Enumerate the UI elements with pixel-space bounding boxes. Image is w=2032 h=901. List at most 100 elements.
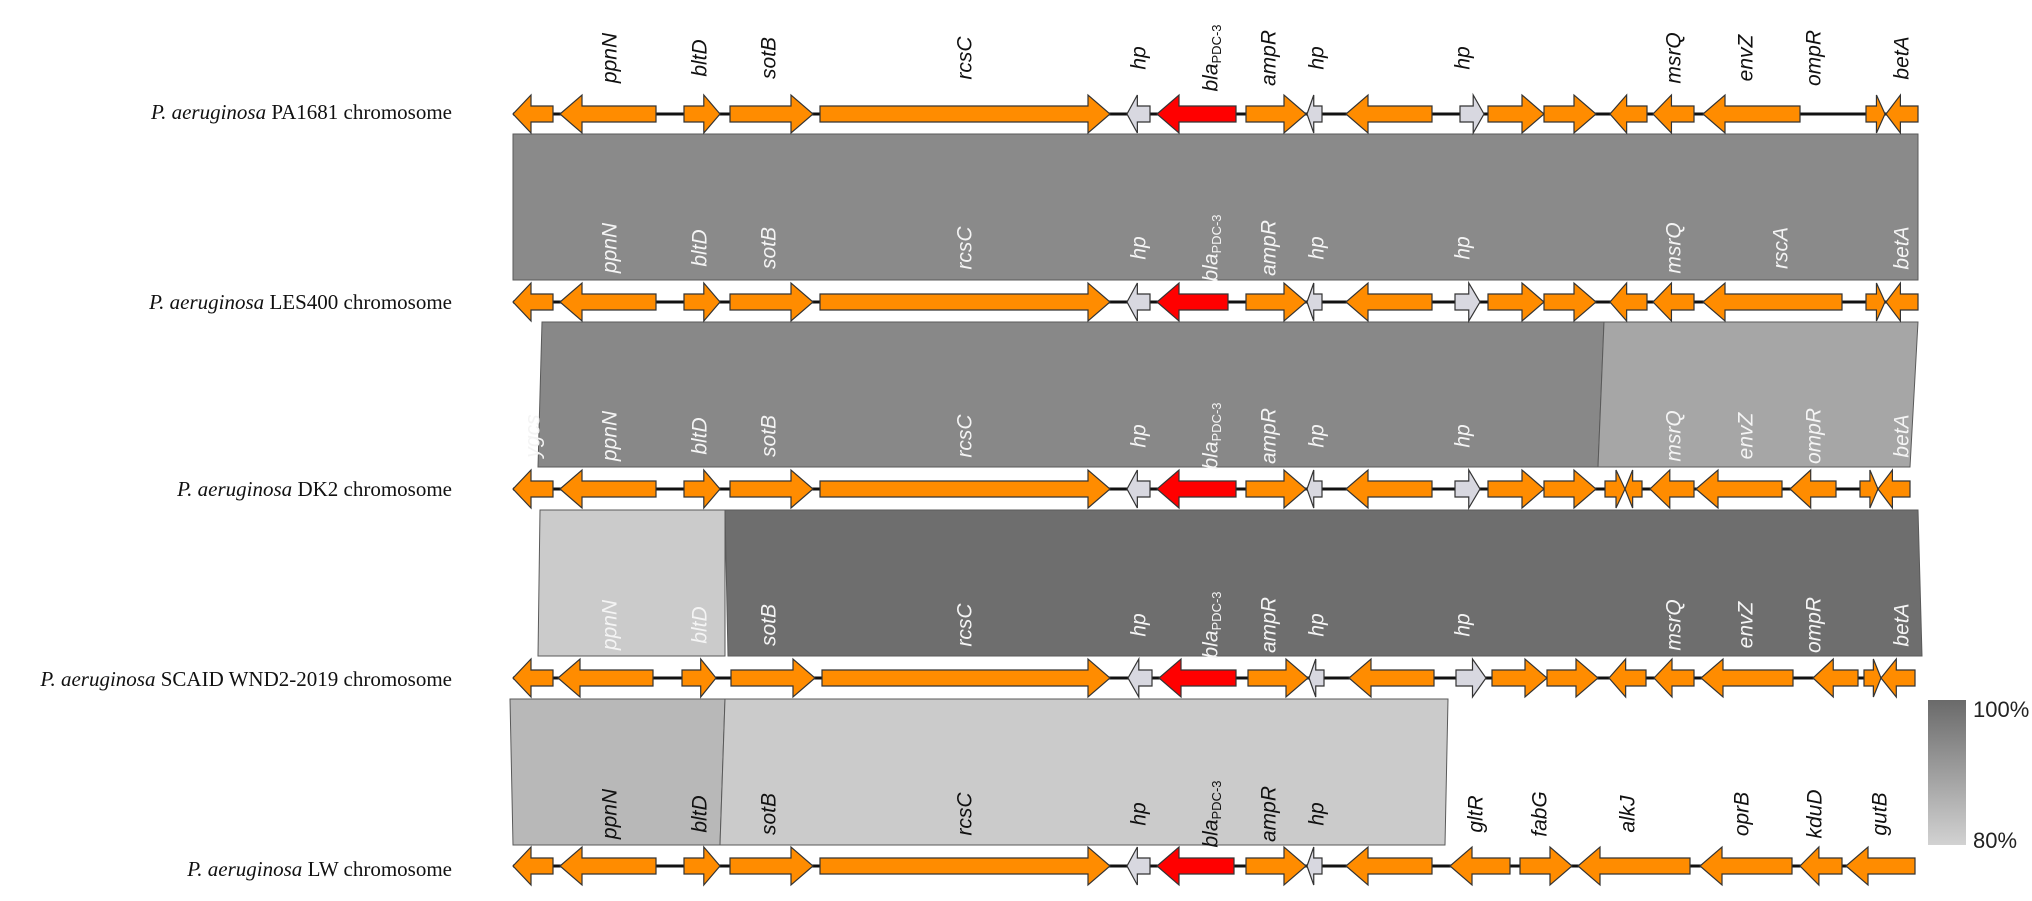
gene-arrow [729, 93, 814, 135]
gene-arrow [1247, 657, 1309, 699]
identity-band [512, 133, 1919, 281]
gene-label-msrQ: msrQ [1663, 222, 1686, 273]
hypothetical-gene-arrow [1126, 282, 1151, 322]
gene-arrow [730, 657, 816, 699]
gene-label-sotB: sotB [758, 604, 781, 646]
chromosome-label-scaid: P. aeruginosa SCAID WND2-2019 chromosome [40, 667, 452, 691]
gene-arrow [819, 845, 1111, 887]
gene-label-hp: hp [1128, 613, 1151, 636]
gene-arrow [1885, 93, 1919, 135]
chromosome-label-pa1681: P. aeruginosa PA1681 chromosome [150, 100, 452, 124]
gene-arrow [559, 845, 657, 887]
gene-label-envZ: envZ [1735, 33, 1758, 81]
hypothetical-gene-arrow [1459, 92, 1485, 136]
gene-arrow [729, 845, 814, 887]
hypothetical-gene-arrow [1306, 469, 1323, 509]
gene-label-betA: betA [1891, 36, 1914, 79]
gene-arrow [1845, 845, 1916, 887]
identity-band [724, 509, 1923, 657]
gene-label-ampR: ampR [1258, 408, 1281, 464]
gene-arrow [1487, 281, 1545, 323]
gene-label-msrQ: msrQ [1663, 410, 1686, 461]
gene-arrow [512, 657, 554, 699]
gene-arrow [729, 468, 814, 510]
gene-arrow [1487, 468, 1545, 510]
gene-arrow [1609, 93, 1648, 135]
hypothetical-gene-arrow [1454, 280, 1481, 324]
gene-arrow [1449, 845, 1511, 887]
gene-arrow [1245, 468, 1307, 510]
gene-label-betA: betA [1891, 603, 1914, 646]
gene-label-rscA: rscA [1770, 227, 1793, 269]
gene-label-rcsC: rcsC [954, 226, 977, 270]
hypothetical-gene-arrow [1454, 467, 1481, 511]
gene-arrow [1700, 657, 1794, 699]
gene-label-hp: hp [1128, 424, 1151, 447]
chromosome-label-dk2: P. aeruginosa DK2 chromosome [177, 477, 452, 501]
gene-label-ygcs: ygcs [522, 414, 545, 460]
gene-label-rcsC: rcsC [954, 36, 977, 80]
hypothetical-gene-arrow [1126, 94, 1151, 134]
gene-arrow [683, 93, 721, 135]
gene-arrow [512, 93, 554, 135]
gene-arrow [1345, 281, 1433, 323]
gene-label-sotB: sotB [758, 415, 781, 457]
gene-arrow [819, 468, 1111, 510]
hypothetical-gene-arrow [1126, 846, 1151, 886]
gene-label-hp: hp [1306, 613, 1329, 636]
gene-arrow [1345, 93, 1433, 135]
hypothetical-gene-arrow [1455, 657, 1487, 699]
gene-arrow [1345, 468, 1433, 510]
gene-label-hp: hp [1452, 613, 1475, 636]
gene-label-sotB: sotB [758, 37, 781, 79]
gene-label-envZ: envZ [1735, 600, 1758, 648]
gene-label-msrQ: msrQ [1663, 599, 1686, 650]
gene-label-hp: hp [1306, 424, 1329, 447]
gene-arrow [1653, 657, 1695, 699]
gene-arrow [1487, 93, 1545, 135]
hypothetical-gene-arrow [1306, 94, 1323, 134]
gene-arrow [1880, 657, 1916, 699]
gene-arrow [1624, 469, 1643, 509]
gene-arrow [512, 281, 554, 323]
gene-label-ppnN: ppnN [599, 222, 622, 274]
gene-arrow [1245, 281, 1307, 323]
gene-arrow [1543, 93, 1597, 135]
gene-label-ompR: ompR [1803, 30, 1826, 86]
gene-arrow [559, 281, 657, 323]
gene-label-hp: hp [1128, 236, 1151, 259]
gene-label-rcsC: rcsC [954, 414, 977, 458]
identity-bands [509, 133, 1923, 846]
chromosome-label-les400: P. aeruginosa LES400 chromosome [149, 290, 452, 314]
gene-arrow [821, 657, 1111, 699]
hypothetical-gene-arrow [1126, 469, 1151, 509]
gene-arrow [1702, 281, 1843, 323]
gene-label-ppnN: ppnN [599, 32, 622, 84]
gene-label-ampR: ampR [1258, 597, 1281, 653]
gene-label-hp: hp [1128, 46, 1151, 69]
gene-label-bltD: bltD [689, 417, 712, 454]
gene-arrow [1699, 845, 1793, 887]
gene-label-hp: hp [1306, 236, 1329, 259]
gene-arrow [1865, 282, 1886, 322]
gene-label-ompR: ompR [1803, 408, 1826, 464]
gene-label-ppnN: ppnN [599, 599, 622, 651]
bla-pdc3-gene-arrow [1156, 468, 1237, 510]
bla-pdc3-gene-arrow [1156, 281, 1229, 323]
gene-label-envZ: envZ [1735, 411, 1758, 459]
gene-arrow [1543, 281, 1597, 323]
gene-arrow [681, 657, 717, 699]
gene-arrow [1348, 657, 1435, 699]
bla-pdc3-gene-arrow [1156, 93, 1237, 135]
gene-arrow [557, 657, 654, 699]
gene-label-fabG: fabG [1529, 791, 1552, 837]
gene-arrow [683, 468, 721, 510]
gene-label-ampR: ampR [1258, 30, 1281, 86]
gene-arrow [1604, 469, 1626, 509]
gene-arrow [1695, 468, 1783, 510]
gene-arrow [1577, 845, 1691, 887]
identity-band [1597, 321, 1919, 468]
gene-arrow [1865, 94, 1886, 134]
gene-label-bltD: bltD [689, 795, 712, 832]
